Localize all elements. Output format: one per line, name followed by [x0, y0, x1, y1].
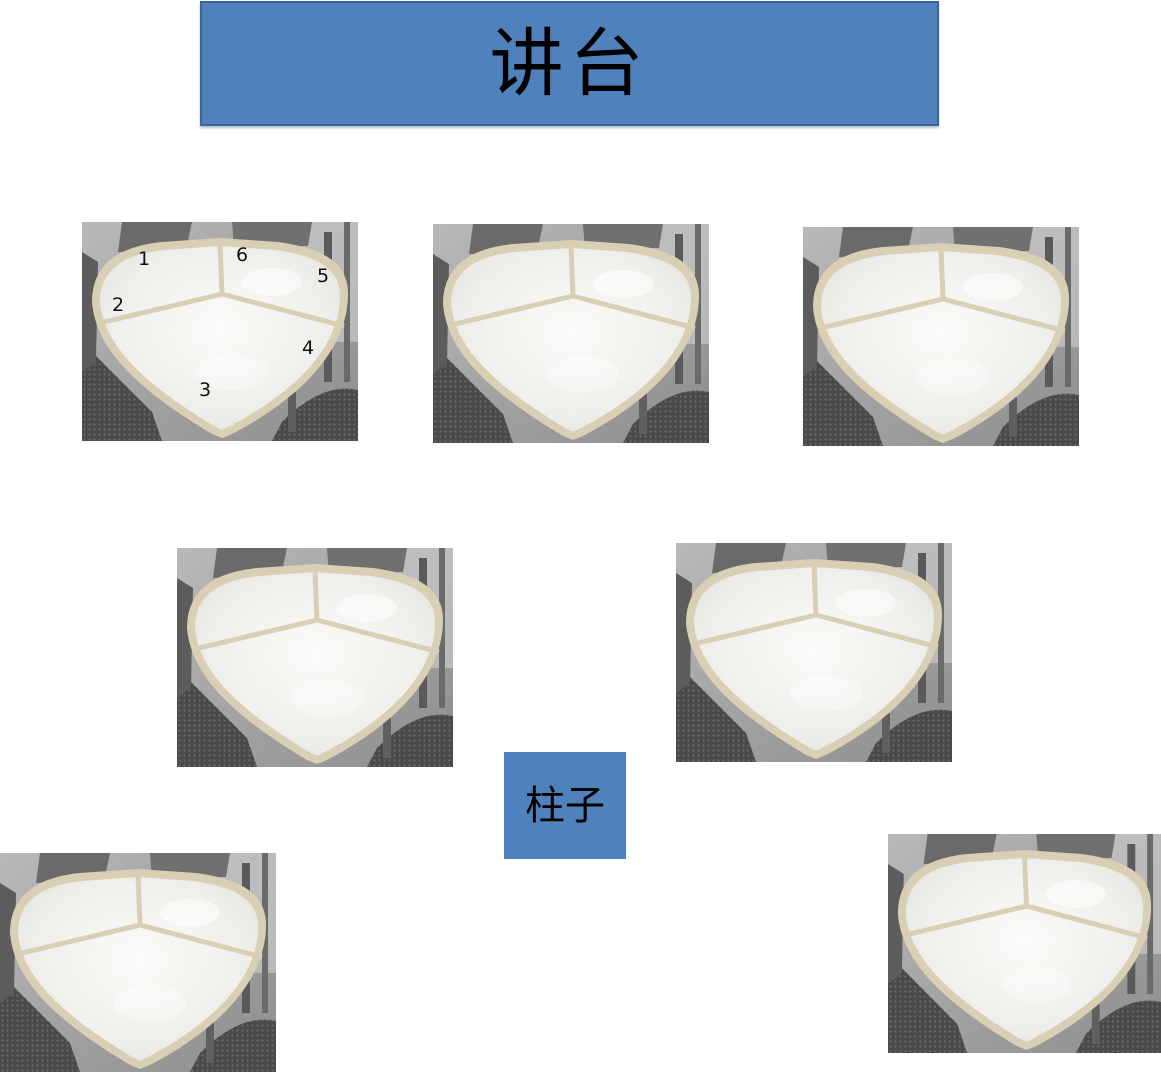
seat-number-5: 5: [317, 265, 329, 287]
table-5-image: [676, 543, 952, 762]
table-1-image: 1 2 3 4 5 6: [82, 222, 358, 441]
table-photo-1: 1 2 3 4 5 6: [82, 222, 358, 441]
table-photo-7: [888, 834, 1161, 1053]
pillar-box: 柱子: [504, 752, 626, 859]
table-photo-3: [803, 227, 1079, 446]
table-4-image: [177, 548, 453, 767]
table-2-image: [433, 224, 709, 443]
table-7-image: [888, 834, 1161, 1053]
seat-number-4: 4: [302, 337, 314, 359]
table-3-image: [803, 227, 1079, 446]
seat-number-3: 3: [199, 379, 211, 401]
table-photo-4: [177, 548, 453, 767]
table-photo-2: [433, 224, 709, 443]
table-photo-5: [676, 543, 952, 762]
podium-box: 讲台: [200, 1, 939, 126]
seat-number-6: 6: [236, 244, 248, 266]
table-photo-6: [0, 853, 276, 1072]
seat-number-1: 1: [138, 248, 150, 270]
seat-number-2: 2: [112, 294, 124, 316]
pillar-label: 柱子: [525, 782, 605, 829]
table-6-image: [0, 853, 276, 1072]
podium-label: 讲台: [489, 20, 650, 107]
